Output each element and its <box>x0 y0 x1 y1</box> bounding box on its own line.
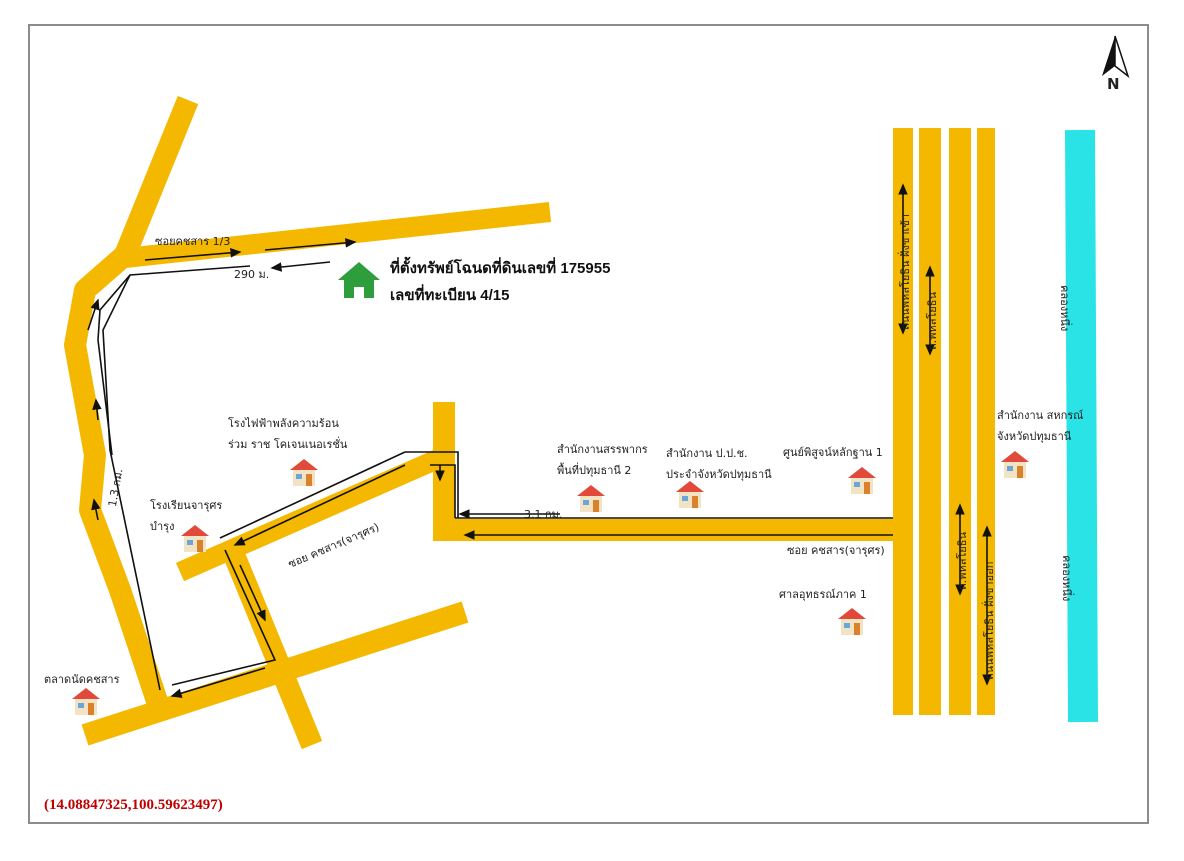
house-icon <box>290 459 318 486</box>
route-arrow <box>91 498 101 521</box>
road-label-soi-1-3: ซอยคชสาร 1/3 <box>155 235 231 248</box>
place-forensic: ศูนย์พิสูจน์หลักฐาน 1 <box>783 446 883 459</box>
route-line <box>97 265 251 456</box>
target-title: ที่ตั้งทรัพย์โฉนดที่ดินเลขที่ 175955 <box>390 260 611 277</box>
place-ppc-line2: ประจำจังหวัดปทุมธานี <box>666 468 772 481</box>
road-label-hwy-2: ถ.พหลโยธิน <box>926 292 939 350</box>
route-arrow <box>144 248 242 261</box>
route-arrow <box>87 298 100 331</box>
place-market: ตลาดนัดคชสาร <box>44 673 120 686</box>
distance-3-1: 3.1 กม. <box>524 508 563 521</box>
route-line <box>219 451 406 539</box>
house-icon <box>838 608 866 635</box>
place-coop-line2: จังหวัดปทุมธานี <box>997 430 1072 443</box>
house-icon <box>181 525 209 552</box>
house-icon <box>577 485 605 512</box>
target-registration: เลขที่ทะเบียน 4/15 <box>390 287 510 304</box>
road-kotchasan-diag <box>175 448 445 582</box>
coordinates-text: (14.08847325,100.59623497) <box>44 797 223 813</box>
road-lower-diag <box>219 540 323 750</box>
north-arrow-icon <box>1102 35 1130 79</box>
route-arrow <box>239 564 266 622</box>
route-line <box>171 549 277 686</box>
canal-label-bottom: คลองหนึ่ง <box>1060 555 1073 602</box>
road-label-hwy-1: ถนนพหลโยธิน ฝั่งขาเข้า <box>899 214 912 330</box>
north-label: N <box>1107 75 1120 93</box>
route-line <box>405 451 459 518</box>
place-ppc-line1: สำนักงาน ป.ป.ช. <box>666 447 748 460</box>
place-school-line2: บำรุง <box>150 520 175 533</box>
route-arrow <box>92 398 102 421</box>
place-power-plant-line1: โรงไฟฟ้าพลังความร้อน <box>228 417 339 430</box>
target-house-icon <box>338 262 380 298</box>
distance-290: 290 ม. <box>234 268 270 281</box>
route-line <box>102 274 161 691</box>
route-arrow <box>270 261 331 272</box>
canal <box>1065 129 1098 723</box>
house-icon <box>72 688 100 715</box>
route-arrow <box>233 464 406 546</box>
house-icon <box>848 467 876 494</box>
place-revenue-line1: สำนักงานสรรพากร <box>557 443 648 456</box>
route-line <box>430 464 456 518</box>
road-label-hwy-4: ถนนพหลโยธิน ฝั่งขาออก <box>983 561 996 680</box>
route-arrow <box>170 667 266 698</box>
canal-label-top: คลองหนึ่ง <box>1058 285 1071 332</box>
place-coop-line1: สำนักงาน สหกรณ์ <box>997 409 1084 422</box>
place-school-line1: โรงเรียนจารุศร <box>150 499 223 512</box>
map-frame <box>28 24 1149 824</box>
place-court: ศาลอุทธรณ์ภาค 1 <box>779 588 867 601</box>
place-revenue-line2: พื้นที่ปทุมธานี 2 <box>557 464 632 477</box>
house-icon <box>1001 451 1029 478</box>
road-label-kotchasan-main: ซอย คชสาร(จารุศร) <box>787 544 885 557</box>
house-icon <box>676 481 704 508</box>
route-arrow <box>264 238 357 251</box>
place-power-plant-line2: ร่วม ราช โคเจนเนอเรชั่น <box>228 438 348 451</box>
road-left-curve <box>64 95 199 714</box>
road-label-hwy-3: ถ.พหลโยธิน <box>956 532 969 590</box>
road-soi-1-3 <box>123 202 552 268</box>
